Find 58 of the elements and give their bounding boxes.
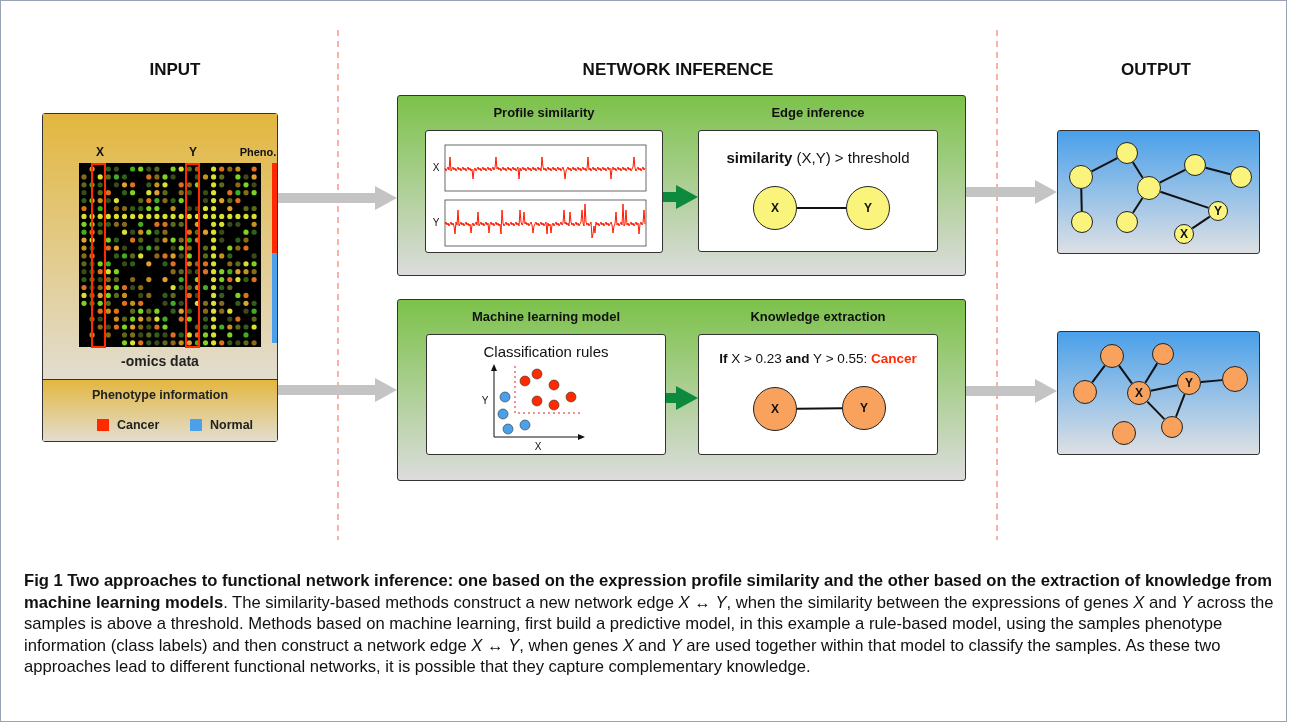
column-heading: INPUT xyxy=(149,60,201,80)
gene-node xyxy=(1184,154,1206,176)
bar-label: Pheno. xyxy=(239,146,277,158)
axis-label: X xyxy=(534,441,542,452)
axis-label: Y xyxy=(432,217,440,228)
column-heading: NETWORK INFERENCE xyxy=(582,60,774,80)
node-label: X xyxy=(771,402,779,416)
node-label: Y xyxy=(1185,376,1193,390)
gene-node xyxy=(1112,421,1136,445)
gene-node xyxy=(1116,142,1138,164)
axis-label: Y xyxy=(481,395,489,406)
method-panel xyxy=(397,95,966,276)
column-label: Y xyxy=(189,145,197,159)
input-panel xyxy=(42,113,278,442)
panel-label: Phenotype information xyxy=(90,388,230,402)
axis-label: X xyxy=(432,162,440,173)
node-label: Y xyxy=(860,401,868,415)
column-label: X xyxy=(96,145,104,159)
figure-caption: Fig 1 Two approaches to functional network inference: one based on the expression profile similarity and the other based on the extraction of knowledge from machine learning models. The similarity-based methods construct a new network edge X ↔ Y, when the similarity between the expressions of genes X and Y across the samples is above a threshold. Methods based on machine learning, first build a predictive model, in this example a rule-based model, using the samples phenotype information (class labels) and then construct a network edge X ↔ Y, when genes X and Y are used together within that model to classify the samples. As these two approaches lead to different functional networks, it is possible that they capture complementary knowledge. xyxy=(24,570,1275,678)
gene-node xyxy=(1073,380,1097,404)
gene-node xyxy=(1069,165,1093,189)
gene-node xyxy=(1161,416,1183,438)
gene-node xyxy=(1100,344,1124,368)
network-panel xyxy=(1057,331,1260,455)
gene-node xyxy=(1230,166,1252,188)
node-label: X xyxy=(1135,386,1143,400)
panel-heading: Machine learning model xyxy=(470,309,622,324)
panel-label: -omics data xyxy=(120,353,200,369)
gene-node xyxy=(753,387,797,431)
gene-node xyxy=(1222,366,1248,392)
gene-node xyxy=(1116,211,1138,233)
microarray-panel xyxy=(43,114,277,379)
gene-node xyxy=(1208,201,1228,221)
gene-node xyxy=(1177,371,1201,395)
gene-node xyxy=(842,386,886,430)
formula-text: similarity (X,Y) > threshold xyxy=(725,149,911,166)
gene-node xyxy=(1137,176,1161,200)
plot-title: Classification rules xyxy=(482,343,610,360)
panel-heading: Knowledge extraction xyxy=(749,309,887,324)
gene-node xyxy=(753,186,797,230)
network-panel xyxy=(1057,130,1260,254)
gene-node xyxy=(846,186,890,230)
phenotype-panel xyxy=(43,379,277,441)
column-heading: OUTPUT xyxy=(1121,60,1191,80)
node-label: X xyxy=(771,201,779,215)
legend-label: Normal xyxy=(210,418,254,432)
rule-text: If X > 0.23 and Y > 0.55: Cancer xyxy=(718,351,918,366)
panel-heading: Edge inference xyxy=(770,105,866,120)
node-label: Y xyxy=(1214,204,1222,218)
gene-node xyxy=(1174,224,1194,244)
panel-heading: Profile similarity xyxy=(492,105,596,120)
gene-node xyxy=(1152,343,1174,365)
gene-node xyxy=(1071,211,1093,233)
node-label: X xyxy=(1180,227,1188,241)
node-label: Y xyxy=(864,201,872,215)
gene-node xyxy=(1127,381,1151,405)
method-panel xyxy=(397,299,966,481)
legend-label: Cancer xyxy=(117,418,160,432)
